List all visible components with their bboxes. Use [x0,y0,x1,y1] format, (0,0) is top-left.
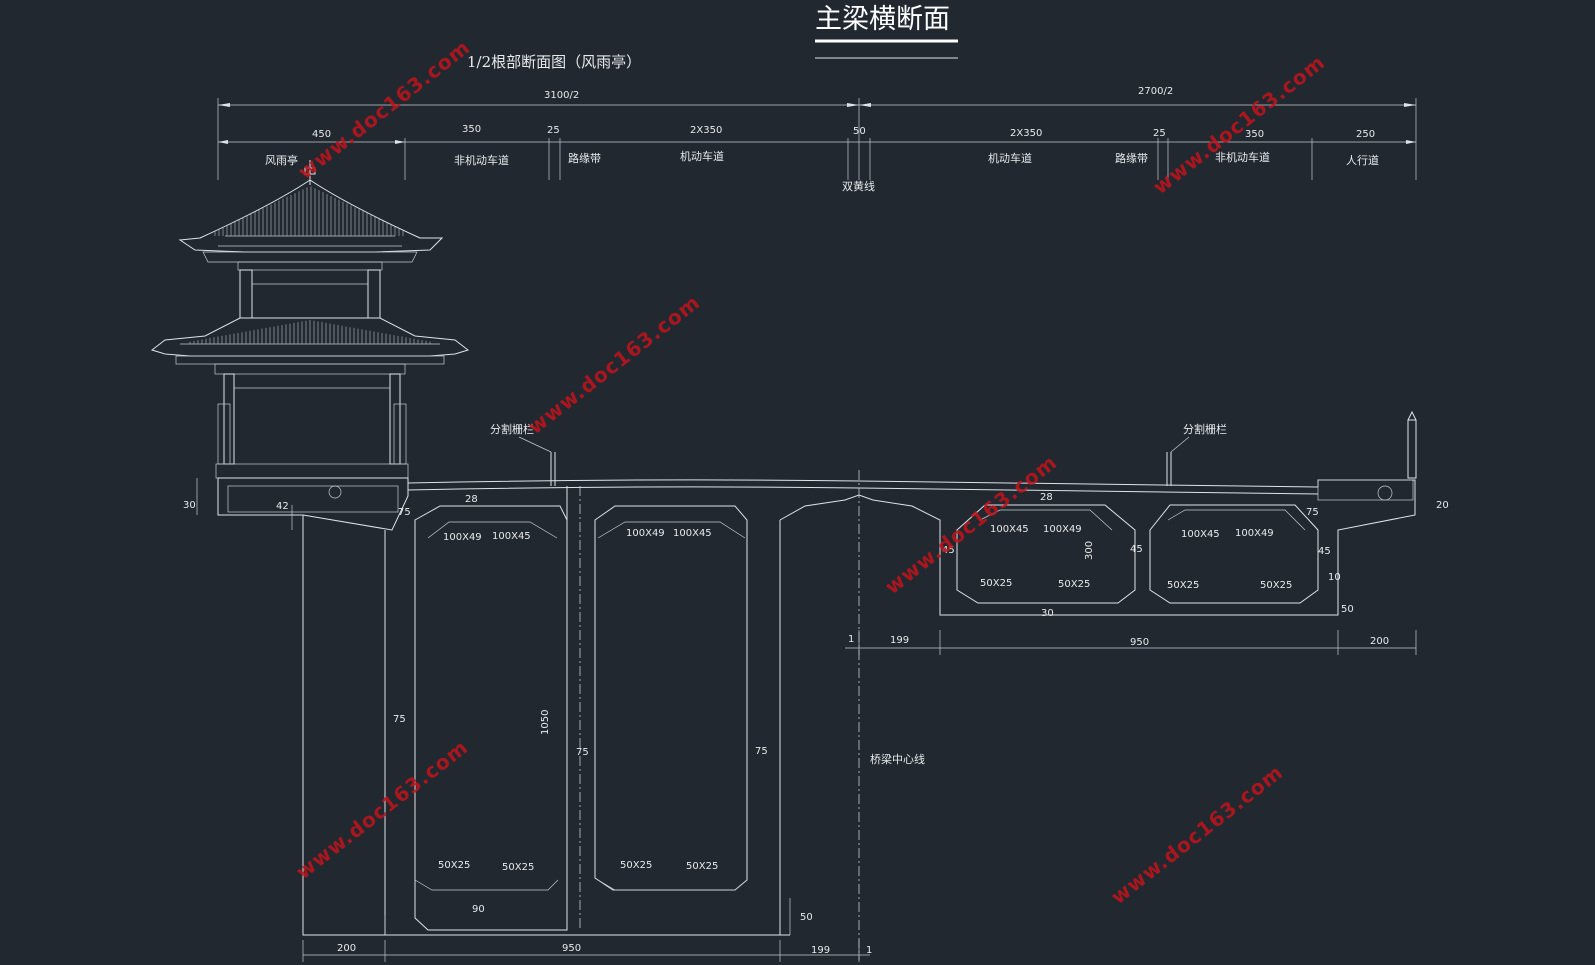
dim-right-total: 2700/2 [1138,86,1173,97]
dim-bottom-200-left: 200 [337,943,356,954]
label-left-bike-lane: 非机动车道 [454,153,509,167]
chamfer-right-3: 100X45 [1181,529,1220,540]
dim-right-45-c: 45 [1318,546,1331,557]
label-pavilion: 风雨亭 [265,153,298,167]
chamfer-right-bottom-1: 50X25 [980,578,1012,589]
dim-left-50: 50 [800,912,813,923]
dim-bottom-950-left: 950 [562,943,581,954]
watermark-6: www.doc163.com [1106,760,1287,909]
chamfer-left-1: 100X49 [443,532,482,543]
left-bottom-dimension-line [302,940,870,962]
chamfer-left-bottom-4: 50X25 [686,861,718,872]
dim-sidewalk: 250 [1356,129,1375,140]
dim-right-web-75: 75 [755,746,768,757]
dim-right-45-a: 45 [942,545,955,556]
dim-left-bike-lane: 350 [462,124,481,135]
label-right-motor-lane: 机动车道 [988,151,1032,165]
right-half-section [939,410,1417,616]
label-bridge-centerline: 桥梁中心线 [870,752,925,766]
dim-right-20: 20 [1436,500,1449,511]
dim-left-height-1050: 1050 [540,710,551,735]
dim-bottom-1-right: 1 [848,634,854,645]
label-divider-railing-left: 分割栅栏 [490,422,534,436]
roof-tile-hatching [189,186,431,344]
dim-left-web-75: 75 [393,714,406,725]
watermark-4: www.doc163.com [880,450,1061,599]
dim-right-curb: 25 [1153,128,1166,139]
dim-right-28: 28 [1040,492,1053,503]
dim-left-edge-30: 30 [183,500,196,511]
dim-bottom-200-right: 200 [1370,636,1389,647]
right-bottom-dimension-line [845,630,1417,655]
dim-bottom-950-right: 950 [1130,637,1149,648]
pavilion-drawing [150,160,470,479]
dim-right-45-b: 45 [1130,544,1143,555]
label-left-curb: 路缘带 [568,152,601,165]
dim-left-42: 42 [276,501,289,512]
dim-right-bike-lane: 350 [1245,129,1264,140]
dim-left-75-top: 75 [398,507,411,518]
chamfer-left-3: 100X49 [626,528,665,539]
dim-left-90: 90 [472,904,485,915]
dim-left-28: 28 [465,494,478,505]
dim-bottom-1-left: 1 [866,945,872,956]
top-dimension-lines [217,98,1417,180]
chamfer-left-4: 100X45 [673,528,712,539]
dim-right-motor-lanes: 2X350 [1010,128,1042,139]
dim-right-300: 300 [1084,541,1095,560]
watermark-1: www.doc163.com [293,35,474,184]
chamfer-right-bottom-2: 50X25 [1058,579,1090,590]
dim-center-web-75: 75 [576,747,589,758]
drawing-subtitle: 1/2根部断面图（风雨亭） [467,53,641,71]
dim-right-30: 30 [1041,608,1054,619]
dim-left-total: 3100/2 [544,90,579,101]
dim-left-curb: 25 [547,125,560,136]
watermark-2: www.doc163.com [1148,50,1329,199]
dim-bottom-199-left: 199 [811,945,830,956]
dim-right-50: 50 [1341,604,1354,615]
left-half-section [196,477,1319,936]
chamfer-left-bottom-1: 50X25 [438,860,470,871]
chamfer-right-4: 100X49 [1235,528,1274,539]
dim-bottom-199-right: 199 [890,635,909,646]
label-right-bike-lane: 非机动车道 [1215,150,1270,164]
label-sidewalk: 人行道 [1346,153,1379,167]
dim-right-75: 75 [1306,507,1319,518]
label-divider-railing-right: 分割栅栏 [1183,422,1227,436]
chamfer-right-1: 100X45 [990,524,1029,535]
divider-railings [518,436,1190,486]
chamfer-right-bottom-3: 50X25 [1167,580,1199,591]
dim-pavilion-width: 450 [312,129,331,140]
label-right-curb: 路缘带 [1115,152,1148,165]
label-double-yellow: 双黄线 [842,179,875,193]
chamfer-right-bottom-4: 50X25 [1260,580,1292,591]
watermark-3: www.doc163.com [523,290,704,439]
chamfer-left-bottom-2: 50X25 [502,862,534,873]
label-left-motor-lane: 机动车道 [680,149,724,163]
dim-right-10: 10 [1328,572,1341,583]
drawing-title: 主梁横断面 [815,4,950,35]
chamfer-left-2: 100X45 [492,531,531,542]
chamfer-right-2: 100X49 [1043,524,1082,535]
dim-left-motor-lanes: 2X350 [690,125,722,136]
dim-median: 50 [853,126,866,137]
chamfer-left-bottom-3: 50X25 [620,860,652,871]
